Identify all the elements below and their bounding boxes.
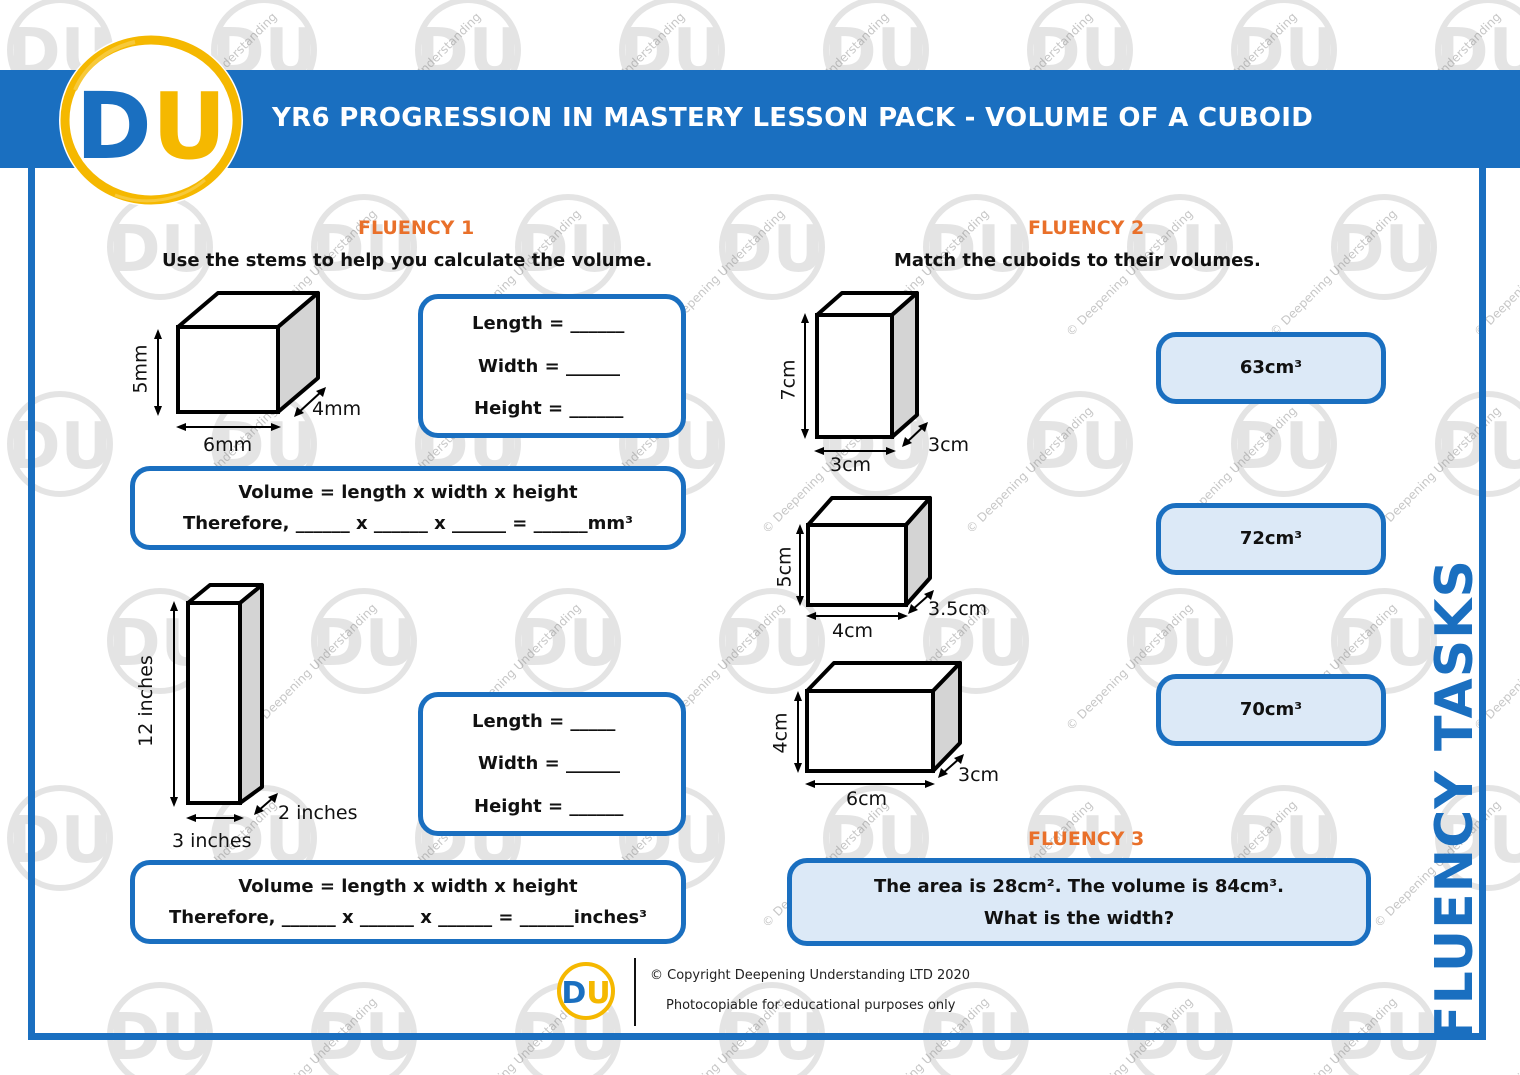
watermark-logo: DU bbox=[311, 194, 417, 300]
fluency3-line1: The area is 28cm². The volume is 84cm³. bbox=[873, 876, 1285, 897]
fluency1-instruction: Use the stems to help you calculate the … bbox=[162, 250, 653, 271]
footer-copyright: © Copyright Deepening Understanding LTD … bbox=[650, 968, 971, 983]
cuboid-a-width-stem: Width = ______ bbox=[478, 356, 620, 377]
cuboid-2-width-label: 4cm bbox=[832, 620, 874, 642]
watermark-logo: DU bbox=[515, 194, 621, 300]
svg-text:DU: DU bbox=[107, 213, 212, 287]
cuboid-b-length-stem: Length = _____ bbox=[472, 711, 616, 732]
cuboid-a-formula-box bbox=[130, 466, 686, 550]
cuboid-a-stems-box bbox=[418, 294, 686, 438]
logo-text: DU bbox=[75, 73, 226, 180]
side-label-text: FLUENCY TASKS bbox=[1425, 559, 1485, 1041]
watermark-logo: DU bbox=[719, 588, 825, 694]
volume-label-1: 63cm³ bbox=[1239, 357, 1303, 378]
volume-box-1[interactable] bbox=[1156, 332, 1386, 404]
cuboid-b-height-label: 12 inches bbox=[134, 655, 157, 747]
volume-box-2[interactable] bbox=[1156, 503, 1386, 575]
cuboid-a-diagram bbox=[154, 291, 326, 431]
cuboid-a-depth-label: 4mm bbox=[312, 398, 362, 420]
watermark-logo: DU bbox=[7, 391, 113, 497]
side-label: FLUENCY TASKS bbox=[1420, 559, 1490, 1041]
fluency3-box bbox=[787, 858, 1371, 946]
cuboid-3-height-label: 4cm bbox=[769, 712, 792, 754]
cuboid-2-height-label: 5cm bbox=[773, 546, 796, 588]
cuboid-2-depth-label: 3.5cm bbox=[928, 598, 988, 620]
cuboid-b-formula: Volume = length x width x height bbox=[238, 876, 578, 897]
cuboid-b-width-stem: Width = ______ bbox=[478, 753, 620, 774]
svg-text:DU: DU bbox=[1435, 804, 1520, 878]
cuboid-a-width-label: 6mm bbox=[203, 434, 253, 456]
svg-text:DU: DU bbox=[311, 213, 416, 287]
volume-box-3[interactable] bbox=[1156, 674, 1386, 746]
watermark-logo: DU bbox=[1435, 391, 1520, 497]
du-logo-icon: DU bbox=[59, 34, 243, 206]
cuboid-3-width-label: 6cm bbox=[846, 788, 888, 810]
watermark-logo: DU bbox=[1435, 785, 1520, 891]
watermark-logo: DU bbox=[311, 588, 417, 694]
svg-text:DU: DU bbox=[1127, 213, 1232, 287]
fluency2-heading: FLUENCY 2 bbox=[1028, 217, 1145, 239]
svg-text:DU: DU bbox=[561, 976, 610, 1011]
watermark-logo: DU bbox=[719, 194, 825, 300]
svg-text:DU: DU bbox=[515, 213, 620, 287]
volume-label-3: 70cm³ bbox=[1239, 699, 1303, 720]
footer-note: Photocopiable for educational purposes o… bbox=[666, 998, 956, 1013]
svg-text:DU: DU bbox=[1331, 607, 1436, 681]
watermark-logo: DU bbox=[1127, 194, 1233, 300]
footer-du-logo-icon: DU bbox=[557, 962, 615, 1020]
cuboid-b-height-stem: Height = ______ bbox=[474, 796, 624, 817]
cuboid-3-diagram bbox=[794, 661, 964, 788]
cuboid-a-formula: Volume = length x width x height bbox=[238, 482, 578, 503]
svg-text:DU: DU bbox=[311, 607, 416, 681]
fluency2-instruction: Match the cuboids to their volumes. bbox=[894, 250, 1261, 271]
cuboid-b-width-label: 3 inches bbox=[172, 830, 252, 852]
svg-text:DU: DU bbox=[7, 804, 112, 878]
cuboid-1-depth-label: 3cm bbox=[928, 434, 970, 456]
watermark-logo: DU bbox=[923, 194, 1029, 300]
svg-text:DU: DU bbox=[1027, 410, 1132, 484]
watermark-logo: DU bbox=[7, 785, 113, 891]
cuboid-a-height-stem: Height = ______ bbox=[474, 398, 624, 419]
cuboid-b-diagram bbox=[170, 583, 278, 822]
cuboid-3-depth-label: 3cm bbox=[958, 764, 1000, 786]
cuboid-2-diagram bbox=[796, 496, 934, 620]
fluency3-heading: FLUENCY 3 bbox=[1028, 828, 1145, 850]
svg-text:DU: DU bbox=[1231, 410, 1336, 484]
svg-text:DU: DU bbox=[1127, 607, 1232, 681]
cuboid-b-therefore: Therefore, ______ x ______ x ______ = __… bbox=[169, 907, 647, 928]
volume-label-2: 72cm³ bbox=[1239, 528, 1303, 549]
svg-text:DU: DU bbox=[719, 213, 824, 287]
page-title: YR6 PROGRESSION IN MASTERY LESSON PACK -… bbox=[272, 103, 1314, 133]
cuboid-1-diagram bbox=[801, 291, 928, 455]
cuboid-a-therefore: Therefore, ______ x ______ x ______ = __… bbox=[182, 513, 634, 534]
cuboid-1-height-label: 7cm bbox=[777, 359, 800, 401]
cuboid-b-formula-box bbox=[130, 860, 686, 944]
footer-divider bbox=[634, 958, 636, 1026]
cuboid-a-height-label: 5mm bbox=[129, 344, 152, 394]
watermark-logo: DU bbox=[1331, 194, 1437, 300]
cuboid-b-stems-box bbox=[418, 692, 686, 836]
fluency3-line2: What is the width? bbox=[983, 908, 1175, 929]
svg-text:DU: DU bbox=[923, 213, 1028, 287]
svg-text:DU: DU bbox=[1331, 213, 1436, 287]
cuboid-b-depth-label: 2 inches bbox=[278, 802, 358, 824]
fluency1-heading: FLUENCY 1 bbox=[358, 217, 475, 239]
cuboid-a-length-stem: Length = ______ bbox=[472, 313, 625, 334]
cuboid-1-width-label: 3cm bbox=[830, 454, 872, 476]
svg-text:DU: DU bbox=[515, 607, 620, 681]
watermark-logo: DU bbox=[1027, 391, 1133, 497]
svg-text:DU: DU bbox=[7, 410, 112, 484]
title-banner bbox=[0, 70, 1520, 168]
svg-text:DU: DU bbox=[719, 607, 824, 681]
page-frame bbox=[28, 160, 1486, 1040]
svg-text:DU: DU bbox=[1435, 410, 1520, 484]
watermark-logo: DU bbox=[515, 588, 621, 694]
